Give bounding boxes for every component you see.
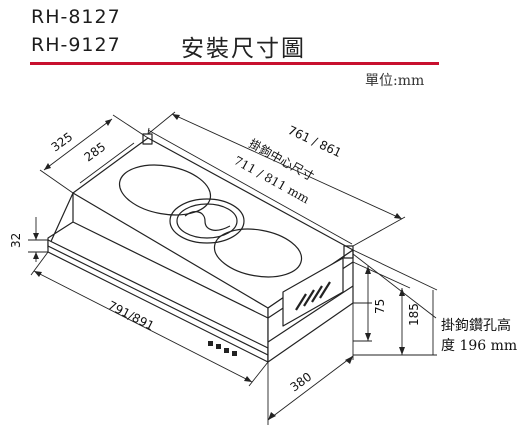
center-duct-outer [169,198,245,244]
center-duct-inner [176,203,238,239]
dim-width-top: 761 / 861 [286,123,344,160]
dim-height-large: 185 [407,303,421,326]
dim-depth-bottom: 380 [288,370,315,395]
front-edge-line [47,245,269,356]
hook-drill-height-note: 掛鉤鑽孔高 度 196 mm [441,316,529,356]
left-hook [142,133,153,145]
title-underline [30,62,439,65]
right-mid-line [267,285,354,343]
dim-depth-outer: 325 [49,130,76,155]
vent-slots [295,281,331,311]
dimension-arrows [33,114,405,420]
dim-height-small: 75 [373,299,387,314]
note-line-2: 度 196 mm [441,338,518,354]
model-number-2: RH-9127 [31,34,121,56]
unit-label: 單位:mm [365,73,425,89]
model-number-1: RH-8127 [31,6,121,28]
control-panel [208,341,237,356]
fan-opening-right [213,228,303,278]
dimension-lines [28,111,438,425]
note-line-1: 掛鉤鑽孔高 [441,318,511,334]
duct-divider [184,211,231,231]
front-top-line [72,221,269,319]
dim-depth-inner: 285 [82,140,109,165]
fan-opening-left [118,164,212,216]
page-title: 安裝尺寸圖 [181,36,306,62]
dim-width-bottom: 791/891 [106,298,157,333]
hood-left-side [47,192,74,249]
right-hook [343,245,354,259]
dim-front-height: 32 [9,233,23,248]
